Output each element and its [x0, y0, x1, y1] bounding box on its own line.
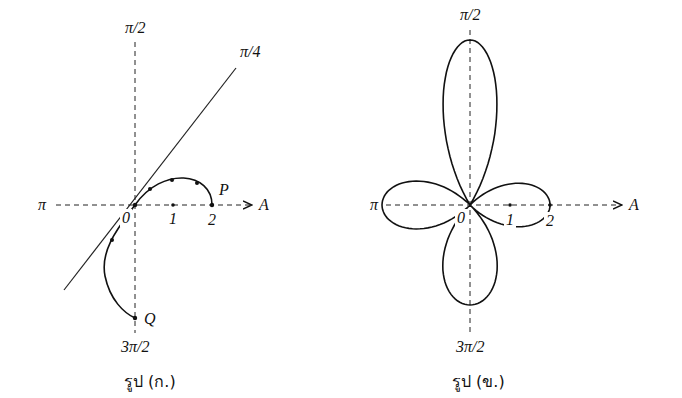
- origin-label: 0: [120, 209, 132, 227]
- figure-caption: รูป (ก.): [122, 373, 178, 391]
- tick-label: 2: [544, 212, 556, 230]
- angle-label: 3π/2: [454, 338, 486, 356]
- four-leaf-rose: [382, 40, 550, 305]
- origin-label: 0: [455, 209, 467, 227]
- axis-label: A: [627, 196, 641, 214]
- vertical-axis: [470, 30, 471, 333]
- vertical-axis: [135, 42, 136, 333]
- angle-label: π/2: [123, 19, 147, 37]
- axis-label: π: [36, 196, 48, 214]
- tick-label: 1: [167, 210, 179, 228]
- point-label: Q: [142, 310, 158, 328]
- tick-label: 1: [504, 211, 516, 229]
- figure-caption: รูป (ข.): [450, 373, 507, 391]
- polar-curve: [104, 178, 212, 318]
- tick-label: 2: [206, 211, 218, 229]
- polar-axis: [386, 205, 622, 206]
- angle-label: π/4: [238, 43, 262, 61]
- tangent-line: [64, 68, 236, 290]
- axis-label: A: [257, 196, 271, 214]
- polar-axis: [56, 205, 252, 206]
- angle-label: π/2: [458, 6, 482, 24]
- angle-label: 3π/2: [119, 338, 151, 356]
- axis-label: π: [368, 196, 380, 214]
- tick-points: [508, 203, 552, 207]
- point-label: P: [217, 181, 231, 199]
- curve-points: [110, 178, 214, 320]
